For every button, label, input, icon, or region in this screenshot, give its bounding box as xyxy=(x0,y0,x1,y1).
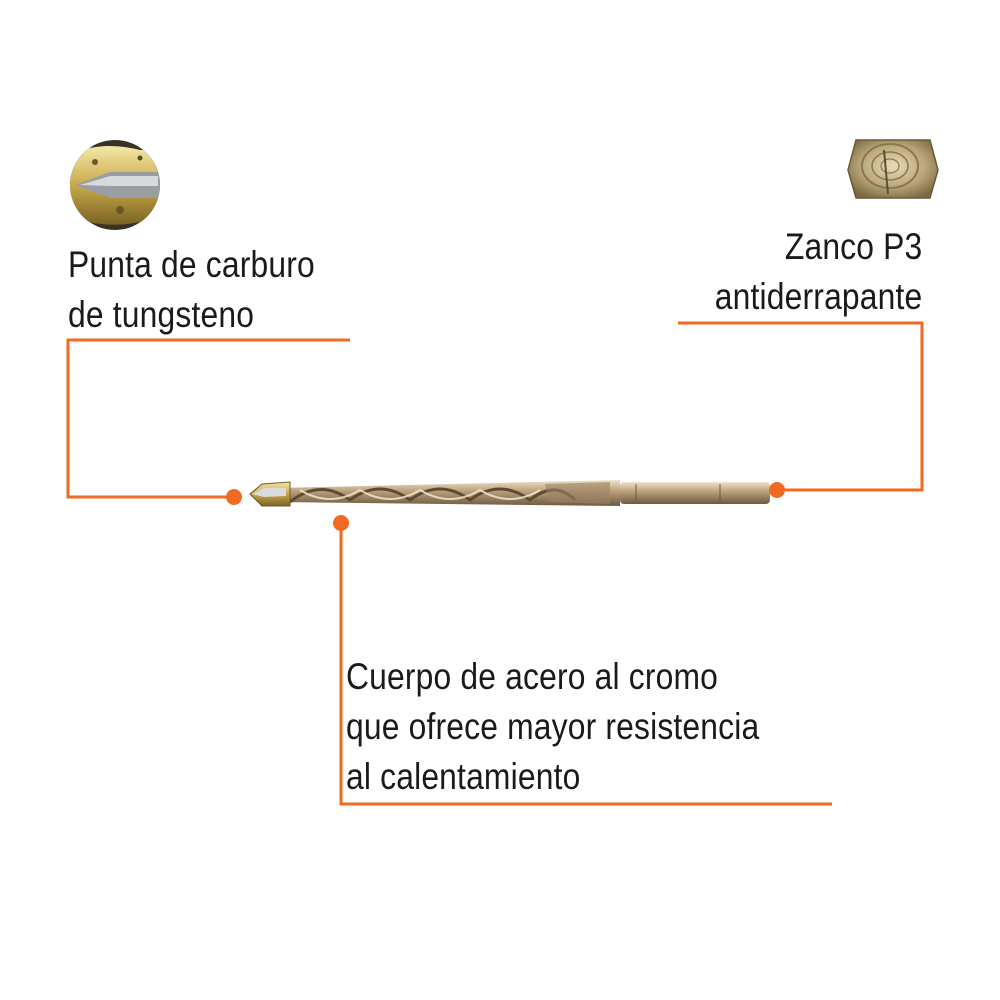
tip-callout-text: Punta de carburo de tungsteno xyxy=(68,240,315,340)
shank-callout-text: Zanco P3 antiderrapante xyxy=(714,222,922,322)
body-callout-line-1: Cuerpo de acero al cromo xyxy=(346,656,719,697)
body-callout-line-2: que ofrece mayor resistencia xyxy=(346,706,760,747)
hex-shank-icon xyxy=(847,139,939,199)
carbide-tip-icon xyxy=(70,140,160,230)
body-callout-text: Cuerpo de acero al cromo que ofrece mayo… xyxy=(346,652,759,802)
callout-shank-line xyxy=(678,321,924,498)
drill-bit-image xyxy=(249,480,770,507)
callout-body-line xyxy=(333,515,832,806)
shank-callout-line-1: Zanco P3 xyxy=(784,226,922,267)
body-callout-line-3: al calentamiento xyxy=(346,756,581,797)
shank-callout-line-2: antiderrapante xyxy=(714,276,922,317)
tip-callout-line-2: de tungsteno xyxy=(68,294,255,335)
tip-callout-line-1: Punta de carburo xyxy=(68,244,315,285)
callout-tip-line xyxy=(66,338,350,505)
